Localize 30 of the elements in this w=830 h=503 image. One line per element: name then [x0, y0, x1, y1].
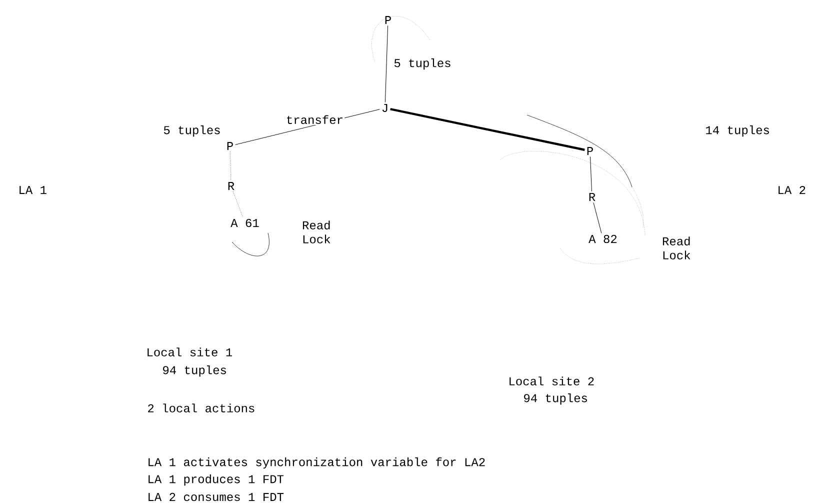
connector-line — [230, 151, 232, 181]
annotation-text: LA 1 activates synchronization variable for LA2 — [148, 457, 485, 469]
annotation-text: LA 1 — [20, 186, 46, 194]
annotation-text: Local site 2 — [510, 376, 594, 386]
annotation-text: 94 tuples — [524, 393, 587, 405]
node-label: J — [382, 104, 388, 112]
connector-line — [384, 25, 388, 103]
node-label: R — [589, 193, 596, 201]
annotation-text: Read Lock — [302, 220, 330, 244]
annotation-text: LA 2 consumes 1 FDT — [148, 492, 284, 502]
node-label: P — [385, 16, 391, 24]
edge-label: 5 tuples — [394, 58, 450, 70]
annotation-text: 5 tuples — [164, 125, 220, 137]
edge-label: transfer — [287, 115, 342, 124]
annotation-text: 2 local actions — [148, 404, 254, 412]
node-label: R — [228, 182, 234, 190]
node-label: P — [587, 147, 593, 155]
node-label: A 82 — [588, 234, 617, 244]
annotation-text: LA 2 — [778, 186, 806, 194]
node-label: P — [227, 142, 233, 150]
annotation-text: Read Lock — [662, 236, 690, 260]
connector-line — [593, 202, 602, 234]
annotation-text: Local site 1 — [148, 348, 232, 356]
annotation-text: 14 tuples — [706, 125, 769, 137]
connector-line — [232, 191, 244, 218]
node-label: A 61 — [230, 218, 259, 228]
annotation-text: LA 1 produces 1 FDT — [148, 474, 284, 486]
connector-line — [390, 108, 585, 151]
connector-line — [590, 156, 592, 192]
annotation-text: 94 tuples — [163, 365, 226, 377]
